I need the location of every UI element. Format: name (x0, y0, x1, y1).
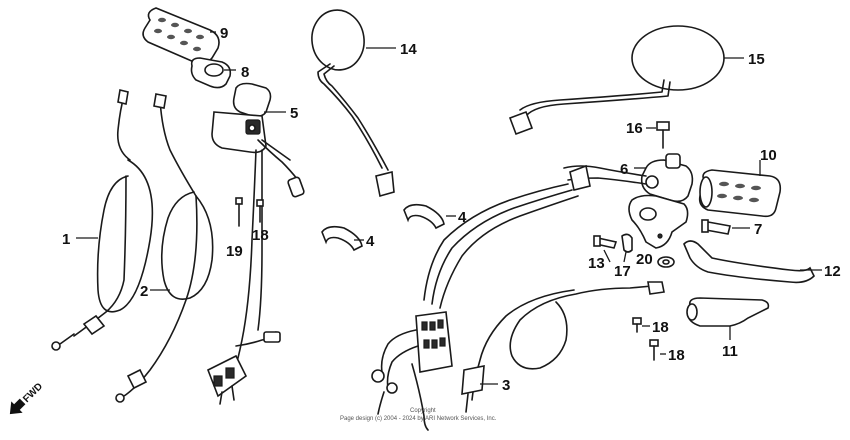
bolt-16 (656, 121, 670, 149)
washer-17 (621, 233, 633, 253)
callout-12: 12 (824, 263, 841, 280)
callout-20: 20 (636, 251, 653, 268)
callout-4-right: 4 (458, 209, 467, 226)
right-grip (698, 169, 782, 218)
brake-lever (683, 240, 815, 284)
callout-10: 10 (760, 147, 777, 164)
callout-18-lower: 18 (668, 347, 685, 364)
screw-19 (235, 197, 243, 227)
throttle-cable-b (115, 93, 214, 403)
brake-light-switch (686, 297, 770, 327)
copyright-line-1: Copyright (410, 408, 436, 414)
throttle-cable-a (51, 89, 154, 351)
left-handlebar-switch (211, 82, 305, 381)
nut-20 (657, 256, 675, 268)
callout-5: 5 (290, 105, 298, 122)
callout-14: 14 (400, 41, 417, 58)
callout-16: 16 (626, 120, 643, 137)
callout-18-upper: 18 (652, 319, 669, 336)
copyright-line-2: Page design (c) 2004 - 2024 by ARI Netwo… (340, 416, 497, 422)
callout-9: 9 (220, 25, 228, 42)
forward-direction-arrow: FWD (9, 381, 45, 415)
screw-18-upper (632, 317, 642, 333)
brake-lever-bracket (628, 194, 689, 249)
screw-18-lower (649, 339, 659, 361)
callout-3: 3 (502, 377, 510, 394)
callout-1: 1 (62, 231, 70, 248)
pivot-bolt-7 (701, 219, 731, 235)
callout-15: 15 (748, 51, 765, 68)
callout-7: 7 (754, 221, 762, 238)
right-handlebar-switch (563, 153, 694, 203)
callout-6: 6 (620, 161, 628, 178)
left-mirror (311, 9, 395, 198)
throttle-pipe (190, 57, 232, 89)
leader-lines (76, 31, 822, 385)
right-mirror (508, 25, 725, 136)
bolt-13 (593, 235, 618, 249)
throttle-grip (142, 7, 220, 65)
fwd-label: FWD (21, 381, 45, 405)
callout-11: 11 (722, 343, 738, 360)
right-switch-harness (371, 183, 579, 431)
callout-4-left: 4 (366, 233, 375, 250)
callout-8: 8 (241, 64, 249, 81)
callout-18-left: 18 (252, 227, 269, 244)
callout-19: 19 (226, 243, 243, 260)
wire-clamp-right (403, 203, 445, 230)
callout-13: 13 (588, 255, 605, 272)
left-switch-connector (206, 331, 281, 405)
callout-17: 17 (614, 263, 631, 280)
screw-18-left (256, 199, 264, 223)
wire-clamp-left (321, 225, 363, 252)
clutch-cable (461, 281, 665, 413)
callout-2: 2 (140, 283, 148, 300)
